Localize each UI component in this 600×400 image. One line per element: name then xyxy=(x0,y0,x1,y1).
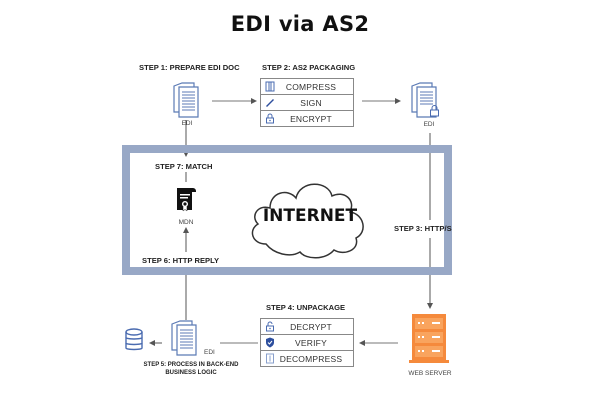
packaging-box: COMPRESS SIGN ENCRYPT xyxy=(260,78,354,127)
compress-icon xyxy=(261,81,279,92)
internet-cloud: INTERNET xyxy=(244,172,374,267)
unpackage-decompress: DECOMPRESS xyxy=(260,351,354,367)
internet-frame xyxy=(122,145,452,275)
step-1-label: STEP 1: PREPARE EDI DOC xyxy=(139,63,240,72)
cloud-icon xyxy=(251,183,364,259)
web-server-label: WEB SERVER xyxy=(408,370,452,377)
edi-source-label: EDI xyxy=(181,120,193,127)
decompress-icon xyxy=(261,353,279,364)
packaging-encrypt: ENCRYPT xyxy=(260,111,354,127)
unpackage-decrypt: DECRYPT xyxy=(260,318,354,335)
step-4-label: STEP 4: UNPACKAGE xyxy=(266,303,346,312)
step-6-label: STEP 6: HTTP REPLY xyxy=(142,256,220,265)
step-7-label: STEP 7: MATCH xyxy=(155,162,213,171)
edi-encrypted-label: EDI xyxy=(423,121,435,128)
shield-check-icon xyxy=(261,337,279,348)
mdn-certificate-icon xyxy=(174,186,198,219)
unpackage-box: DECRYPT VERIFY DECOMPRESS xyxy=(260,318,354,367)
database-icon xyxy=(124,328,144,357)
sign-icon xyxy=(261,98,279,108)
unlock-icon xyxy=(261,321,279,332)
lock-icon xyxy=(261,113,279,124)
unpackage-verify: VERIFY xyxy=(260,335,354,351)
encrypted-edi-document-icon xyxy=(408,82,444,127)
edi-received-label: EDI xyxy=(204,349,215,356)
diagram-title: EDI via AS2 xyxy=(230,12,370,36)
mdn-label: MDN xyxy=(178,219,194,226)
packaging-compress: COMPRESS xyxy=(260,78,354,95)
step-3-label: STEP 3: HTTP/S xyxy=(394,224,452,233)
step-5-label-line2: BUSINESS LOGIC xyxy=(165,370,217,376)
step-2-label: STEP 2: AS2 PACKAGING xyxy=(262,63,356,72)
received-edi-document-icon xyxy=(168,320,202,361)
edi-document-icon xyxy=(170,82,204,123)
web-server-icon xyxy=(408,312,450,371)
step-5-label-line1: STEP 5: PROCESS IN BACK-END xyxy=(143,362,239,368)
packaging-sign: SIGN xyxy=(260,95,354,111)
internet-label: INTERNET xyxy=(262,206,358,226)
